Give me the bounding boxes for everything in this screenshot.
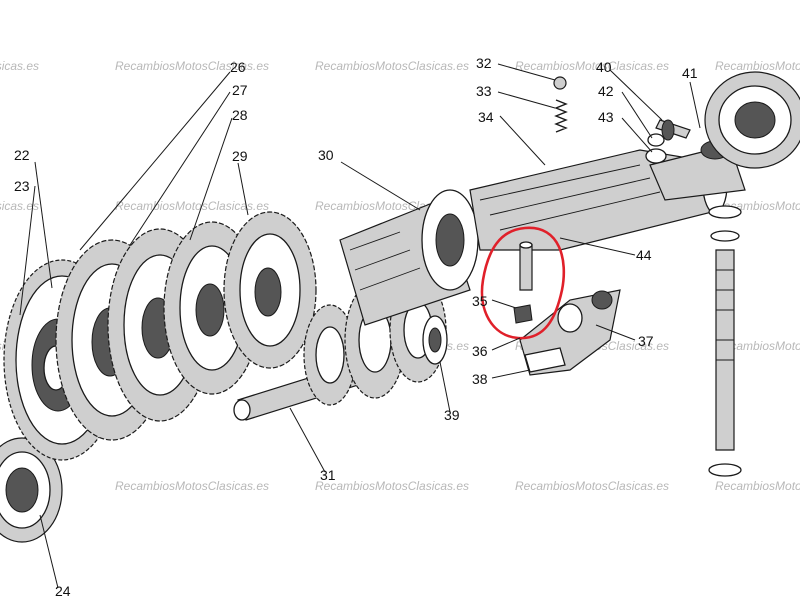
label-29: 29	[232, 148, 248, 164]
label-26: 26	[230, 59, 246, 75]
label-40: 40	[596, 59, 612, 75]
label-23: 23	[14, 178, 30, 194]
selector-drum-30	[339, 189, 479, 326]
shaft-31-assembly	[233, 277, 448, 421]
label-28: 28	[232, 107, 248, 123]
label-22: 22	[14, 147, 30, 163]
watermark-text: RecambiosMotosClasicas.es	[0, 59, 39, 73]
label-27: 27	[232, 82, 248, 98]
watermark-text: RecambiosMotosClasicas.es	[715, 59, 800, 73]
label-34: 34	[478, 109, 494, 125]
detent-ball-32	[553, 76, 567, 90]
label-41: 41	[682, 65, 698, 81]
label-24: 24	[55, 583, 71, 599]
bearing-24	[0, 437, 63, 543]
gear-29	[223, 211, 317, 369]
label-36: 36	[472, 343, 488, 359]
label-38: 38	[472, 371, 488, 387]
watermark-text: RecambiosMotosClasicas.es	[315, 479, 469, 493]
watermark-text: RecambiosMotosClasicas.es	[115, 479, 269, 493]
label-42: 42	[598, 83, 614, 99]
watermark-text: RecambiosMotosClasicas.es	[315, 59, 469, 73]
watermark-text: RecambiosMotosClasicas.es	[715, 339, 800, 353]
leader-lines	[19, 63, 701, 589]
label-44: 44	[636, 247, 652, 263]
highlight-circle	[480, 226, 566, 340]
vertical-shaft-right	[708, 205, 742, 477]
watermark-text: RecambiosMotosClasicas.es	[715, 479, 800, 493]
label-39: 39	[444, 407, 460, 423]
bearing-41	[704, 71, 800, 169]
label-35: 35	[472, 293, 488, 309]
lever-assembly-40-43	[645, 119, 746, 201]
label-37: 37	[638, 333, 654, 349]
part-labels: 22 23 24 26 27 28 29 30 31 32 33 34 35 3…	[14, 55, 698, 599]
watermark-text: RecambiosMotosClasicas.es	[515, 479, 669, 493]
label-33: 33	[476, 83, 492, 99]
watermark-text: RecambiosMotosClasicas.es	[515, 59, 669, 73]
watermark-text: RecambiosMotosClasicas.es	[115, 59, 269, 73]
watermark-text: RecambiosMotosClasicas.es	[0, 199, 39, 213]
label-31: 31	[320, 467, 336, 483]
label-43: 43	[598, 109, 614, 125]
block-36	[513, 304, 533, 324]
label-32: 32	[476, 55, 492, 71]
selector-fork-37-38	[519, 289, 621, 376]
pin-35	[519, 241, 533, 291]
label-30: 30	[318, 147, 334, 163]
detent-spring-33	[554, 99, 568, 133]
gear-cluster-left	[0, 211, 317, 543]
